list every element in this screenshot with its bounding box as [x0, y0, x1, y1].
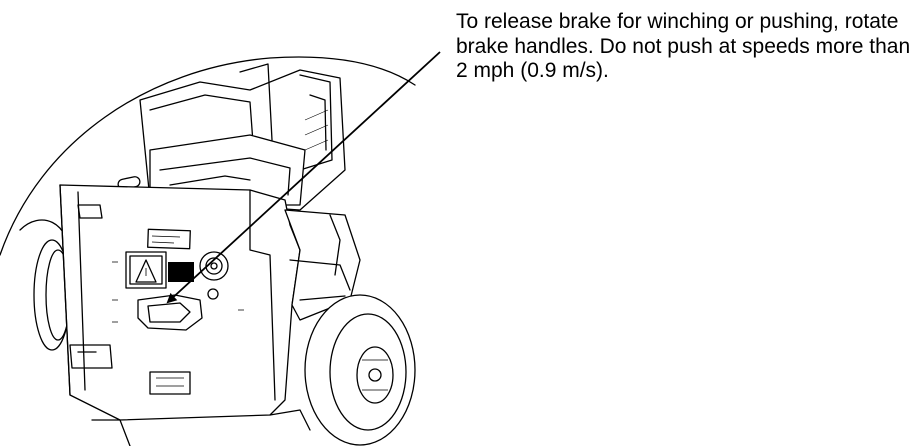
wheelchair-body [19, 63, 416, 446]
vignette-outline [0, 56, 416, 256]
brake-handle [137, 294, 203, 331]
dark-label [168, 262, 194, 282]
arrow-icon [166, 51, 441, 304]
brake-release-instruction: To release brake for winching or pushing… [456, 10, 911, 82]
